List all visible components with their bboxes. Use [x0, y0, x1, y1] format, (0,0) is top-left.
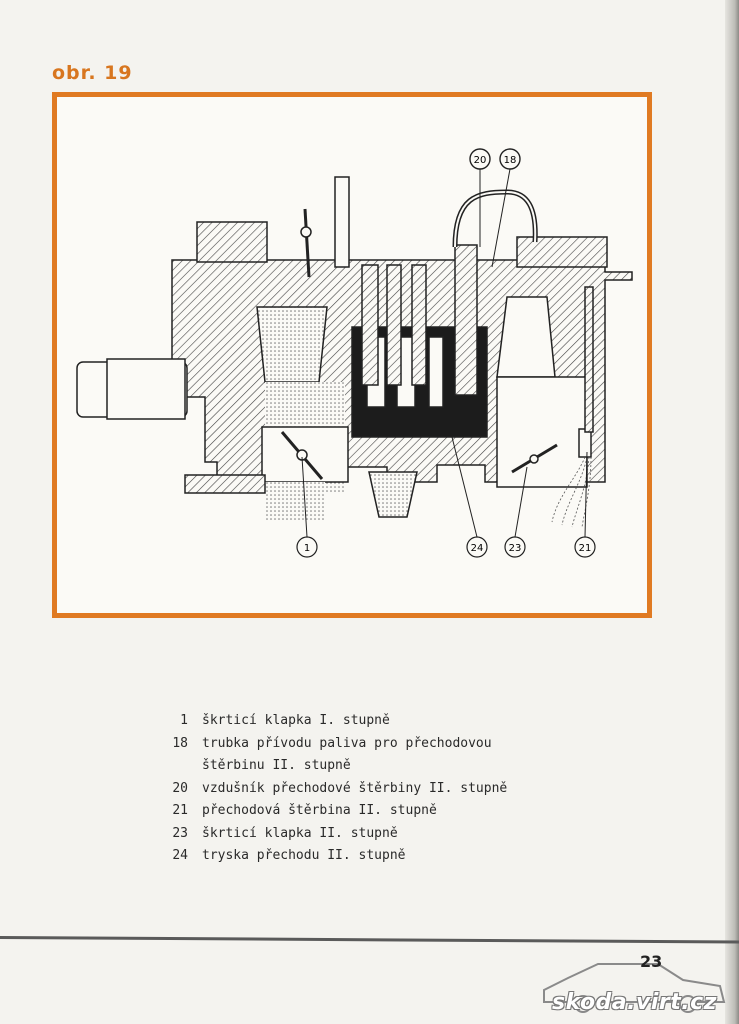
- legend-number: 1: [180, 713, 188, 728]
- page-edge-shadow: [725, 0, 739, 1024]
- figure-label: obr. 19: [52, 62, 133, 84]
- legend-item: štěrbinu II. stupně: [158, 755, 507, 778]
- legend-item: 24 tryska přechodu II. stupně: [158, 845, 507, 868]
- legend-text: trubka přívodu paliva pro přechodovou: [202, 735, 492, 751]
- fuel-spray: [551, 456, 592, 528]
- car-logo-icon: [543, 963, 726, 1013]
- legend-item: 21 přechodová štěrbina II. stupně: [158, 800, 507, 823]
- legend-number: 23: [172, 825, 188, 841]
- carburetor-body: [76, 176, 633, 522]
- callout-24: 24: [466, 536, 488, 558]
- legend-text: škrticí klapka II. stupně: [202, 825, 398, 841]
- legend-text: štěrbinu II. stupně: [202, 758, 351, 773]
- legend-text: škrticí klapka I. stupně: [202, 713, 390, 728]
- legend-text: přechodová štěrbina II. stupně: [202, 803, 437, 818]
- watermark-text[interactable]: skoda.virt.cz: [552, 990, 717, 1015]
- callout-label-1: 1: [304, 543, 310, 554]
- legend-item: 1 škrticí klapka I. stupně: [158, 710, 507, 733]
- carburetor-diagram: 1 24 23 21 20 18: [76, 148, 633, 558]
- legend-number: 24: [172, 848, 188, 863]
- callout-label-24: 24: [471, 543, 484, 554]
- legend-number: 21: [172, 803, 188, 818]
- legend-item: 18 trubka přívodu paliva pro přechodovou: [158, 733, 507, 756]
- callout-23: 23: [504, 536, 526, 558]
- page-number: 23: [640, 952, 663, 971]
- legend-number: [158, 755, 188, 778]
- callout-label-20: 20: [474, 155, 487, 166]
- legend-number: 18: [172, 735, 188, 751]
- leader-lines: [301, 168, 588, 538]
- callout-1: 1: [296, 536, 318, 558]
- page-bottom-rule: [0, 936, 739, 944]
- callout-label-18: 18: [504, 155, 517, 166]
- callout-18: 18: [499, 148, 521, 170]
- legend-item: 23 škrticí klapka II. stupně: [158, 823, 507, 846]
- legend-text: vzdušník přechodové štěrbiny II. stupně: [202, 780, 508, 796]
- callout-21: 21: [574, 536, 596, 558]
- figure-frame: 1 24 23 21 20 18: [52, 92, 652, 618]
- callout-label-21: 21: [579, 543, 592, 554]
- legend-text: tryska přechodu II. stupně: [202, 848, 406, 863]
- legend-number: 20: [172, 780, 188, 796]
- callout-label-23: 23: [509, 543, 522, 554]
- callout-20: 20: [469, 148, 491, 170]
- legend: 1 škrticí klapka I. stupně 18 trubka pří…: [158, 710, 507, 868]
- legend-item: 20 vzdušník přechodové štěrbiny II. stup…: [158, 778, 507, 801]
